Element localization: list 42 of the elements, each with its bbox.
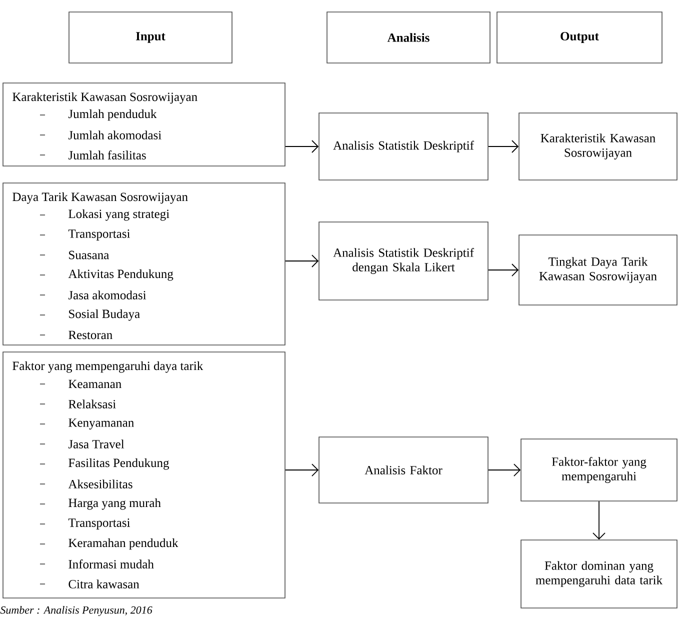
arrow bbox=[488, 140, 519, 153]
list-item: Aksesibilitas bbox=[68, 480, 132, 488]
list-item: Jumlah penduduk bbox=[68, 109, 157, 121]
caption: Sumber : Analisis Penyusun, 2016 bbox=[0, 606, 152, 616]
arrow bbox=[488, 464, 521, 476]
list-item: Keamanan bbox=[68, 380, 122, 388]
list-item: Suasana bbox=[69, 250, 109, 260]
process-box: Analisis Faktor bbox=[318, 436, 488, 504]
arrow bbox=[488, 264, 519, 276]
process-box: Faktor-faktor yang mempengaruhi bbox=[520, 438, 678, 502]
list-item: Jasa akomodasi bbox=[68, 290, 146, 300]
list-item: Restoran bbox=[68, 330, 112, 340]
list-item: Kenyamanan bbox=[68, 418, 134, 430]
process-box: Faktor dominan yang mempengaruhi data tarik bbox=[520, 540, 678, 608]
list-item: Transportasi bbox=[68, 230, 130, 240]
process-box: Analisis Statistik Deskriptif dengan Skala Likert bbox=[318, 222, 488, 300]
list-item: Relaksasi bbox=[68, 400, 116, 408]
list-item: Keramahan penduduk bbox=[68, 538, 178, 550]
list-item: Citra kawasan bbox=[68, 580, 140, 588]
process-box: Tingkat Daya Tarik Kawasan Sosrowijayan bbox=[518, 234, 678, 306]
list-item: Harga yang murah bbox=[68, 498, 161, 510]
list-item: Transportasi bbox=[68, 518, 130, 530]
header-box: Output bbox=[496, 12, 662, 64]
list-item: Jasa Travel bbox=[68, 440, 124, 448]
list-item: Aktivitas Pendukung bbox=[68, 269, 174, 281]
list-heading: Daya Tarik Kawasan Sosrowijayan bbox=[12, 192, 188, 204]
process-box: Analisis Statistik Deskriptif bbox=[318, 112, 488, 180]
header-box: Input bbox=[68, 12, 232, 64]
list-item: Lokasi yang strategi bbox=[68, 209, 170, 221]
process-box: Karakteristik Kawasan Sosrowijayan bbox=[518, 112, 678, 180]
header-box: Analisis bbox=[326, 12, 490, 64]
arrow bbox=[284, 464, 319, 476]
list-item: Fasilitas Pendukung bbox=[68, 458, 169, 470]
arrow bbox=[284, 140, 319, 153]
list-heading: Faktor yang mempengaruhi daya tarik bbox=[12, 361, 204, 373]
list-item: Sosial Budaya bbox=[69, 309, 140, 321]
list-item: Jumlah fasilitas bbox=[68, 150, 146, 160]
list-item: Informasi mudah bbox=[68, 560, 154, 568]
arrow bbox=[284, 254, 319, 268]
arrow bbox=[592, 500, 606, 540]
list-item: Jumlah akomodasi bbox=[68, 130, 162, 140]
list-heading: Karakteristik Kawasan Sosrowijayan bbox=[12, 92, 198, 104]
